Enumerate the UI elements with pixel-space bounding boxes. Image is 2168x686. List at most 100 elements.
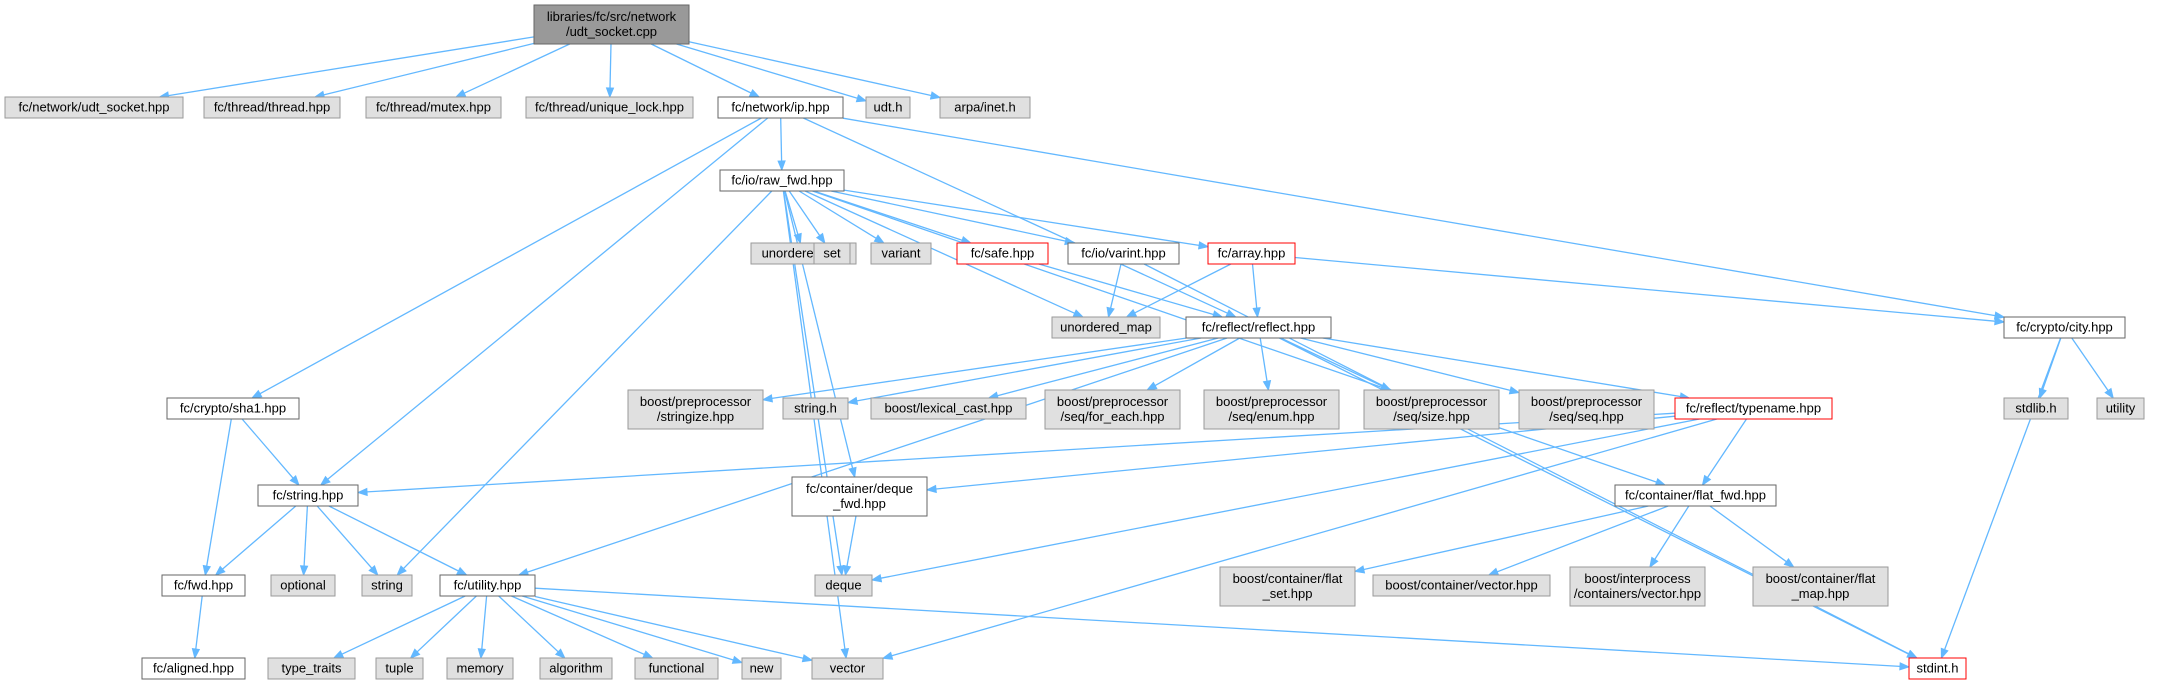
node-boost_pp_enum: boost/preprocessor/seq/enum.hpp xyxy=(1203,389,1340,430)
node-box-variant xyxy=(870,242,932,265)
node-box-fc_array_hpp xyxy=(1207,242,1296,265)
node-label-unordered_map-line-0: unordered_map xyxy=(1060,320,1152,335)
arrowhead-fc_utility_hpp-to-type_traits xyxy=(332,650,345,659)
node-root[interactable]: libraries/fc/src/network/udt_socket.cpp xyxy=(533,4,690,45)
node-box-fc_string_hpp xyxy=(257,484,359,507)
node-boost_interprocess_vector: boost/interprocess/containers/vector.hpp xyxy=(1569,566,1706,607)
edge-fc_network_ip_hpp-to-fc_reflect_reflect_hpp xyxy=(803,117,1228,314)
edge-fc_reflect_reflect_hpp-to-boost_lexical_cast xyxy=(997,337,1219,397)
node-fc_io_raw_fwd_hpp[interactable]: fc/io/raw_fwd.hpp xyxy=(719,169,845,192)
node-udt_h: udt.h xyxy=(865,96,911,119)
node-label-fc_aligned_hpp-line-0: fc/aligned.hpp xyxy=(153,661,234,676)
edge-fc_network_ip_hpp-to-fc_io_raw_fwd_hpp xyxy=(780,117,783,162)
node-fc_string_hpp[interactable]: fc/string.hpp xyxy=(257,484,359,507)
node-fc_container_deque_fwd_hpp[interactable]: fc/container/deque_fwd.hpp xyxy=(791,476,928,517)
node-set: set xyxy=(813,242,851,265)
node-label-fc_thread_unique_lock_hpp-line-0: fc/thread/unique_lock.hpp xyxy=(535,100,684,115)
edge-fc_container_flat_fwd_hpp-to-boost_container_flat_set xyxy=(1363,505,1649,571)
node-box-fc_network_udt_socket_hpp xyxy=(4,96,184,119)
arrowhead-fc_reflect_reflect_hpp-to-boost_pp_stringize xyxy=(761,394,773,403)
arrowhead-fc_io_raw_fwd_hpp-to-string xyxy=(396,565,407,576)
node-box-fc_io_raw_fwd_hpp xyxy=(719,169,845,192)
node-fc_fwd_hpp[interactable]: fc/fwd.hpp xyxy=(161,574,246,597)
node-box-boost_lexical_cast xyxy=(870,397,1027,420)
edge-fc_io_raw_fwd_hpp-to-fc_array_hpp xyxy=(843,189,1200,247)
node-box-fc_crypto_sha1_hpp xyxy=(166,397,300,420)
node-fc_crypto_city_hpp[interactable]: fc/crypto/city.hpp xyxy=(2003,316,2126,339)
node-fc_reflect_typename_hpp[interactable]: fc/reflect/typename.hpp xyxy=(1674,397,1833,420)
node-label-optional-line-0: optional xyxy=(280,578,326,593)
node-fc_network_ip_hpp[interactable]: fc/network/ip.hpp xyxy=(717,96,844,119)
node-label-boost_container_flat_map-line-1: _map.hpp xyxy=(1791,586,1850,601)
edge-fc_utility_hpp-to-algorithm xyxy=(498,595,559,653)
node-label-boost_lexical_cast-line-0: boost/lexical_cast.hpp xyxy=(885,401,1013,416)
node-label-root-line-1: /udt_socket.cpp xyxy=(566,24,657,39)
node-fc_reflect_reflect_hpp[interactable]: fc/reflect/reflect.hpp xyxy=(1185,316,1332,339)
edge-fc_array_hpp-to-fc_reflect_reflect_hpp xyxy=(1251,263,1258,309)
node-box-fc_io_varint_hpp xyxy=(1067,242,1180,265)
arrowhead-fc_string_hpp-to-fc_utility_hpp xyxy=(456,566,468,576)
node-label-boost_interprocess_vector-line-1: /containers/vector.hpp xyxy=(1574,586,1701,601)
node-label-stdint_h-line-0: stdint.h xyxy=(1917,661,1959,676)
arrowhead-fc_crypto_city_hpp-to-utility xyxy=(2104,387,2114,400)
arrowhead-fc_array_hpp-to-unordered_map xyxy=(1125,308,1138,318)
arrowhead-root-to-arpa_inet_h xyxy=(929,91,942,100)
node-box-tuple xyxy=(375,657,424,680)
arrowhead-fc_crypto_city_hpp-to-stdint_h xyxy=(1940,647,1949,660)
node-box-fc_network_ip_hpp xyxy=(717,96,844,119)
node-box-boost_pp_stringize xyxy=(627,389,764,430)
node-box-boost_pp_seq xyxy=(1518,389,1655,430)
node-vector: vector xyxy=(811,657,884,680)
node-box-unordered_map xyxy=(1051,316,1161,339)
node-label-fc_crypto_city_hpp-line-0: fc/crypto/city.hpp xyxy=(2016,320,2113,335)
node-box-boost_container_flat_map xyxy=(1752,566,1889,607)
node-box-boost_container_vector xyxy=(1372,574,1551,597)
edge-fc_string_hpp-to-fc_fwd_hpp xyxy=(222,505,297,570)
node-label-boost_pp_enum-line-1: /seq/enum.hpp xyxy=(1228,409,1314,424)
arrowhead-fc_utility_hpp-to-new xyxy=(731,655,744,664)
node-fc_io_varint_hpp[interactable]: fc/io/varint.hpp xyxy=(1067,242,1180,265)
arrowhead-fc_array_hpp-to-fc_crypto_city_hpp xyxy=(1994,316,2006,326)
edge-fc_io_raw_fwd_hpp-to-unordered_set xyxy=(784,190,799,235)
edge-fc_utility_hpp-to-functional xyxy=(511,595,645,655)
node-fc_array_hpp[interactable]: fc/array.hpp xyxy=(1207,242,1296,265)
arrowhead-fc_string_hpp-to-fc_fwd_hpp xyxy=(214,565,226,576)
node-fc_utility_hpp[interactable]: fc/utility.hpp xyxy=(439,574,536,597)
node-label-fc_thread_mutex_hpp-line-0: fc/thread/mutex.hpp xyxy=(376,100,491,115)
node-fc_crypto_sha1_hpp[interactable]: fc/crypto/sha1.hpp xyxy=(166,397,300,420)
arrowhead-fc_io_raw_fwd_hpp-to-set xyxy=(815,232,826,245)
arrowhead-fc_reflect_reflect_hpp-to-boost_pp_enum xyxy=(1262,379,1272,392)
arrowhead-fc_reflect_reflect_hpp-to-boost_pp_seq xyxy=(1508,386,1521,395)
edge-fc_crypto_city_hpp-to-utility xyxy=(2071,337,2109,391)
node-box-deque xyxy=(814,574,873,597)
edge-fc_container_flat_fwd_hpp-to-boost_container_flat_map xyxy=(1709,505,1787,563)
node-stdint_h[interactable]: stdint.h xyxy=(1908,657,1967,680)
node-label-boost_pp_stringize-line-1: /stringize.hpp xyxy=(657,409,734,424)
arrowhead-fc_io_varint_hpp-to-unordered_map xyxy=(1106,306,1115,319)
node-label-boost_container_flat_set-line-0: boost/container/flat xyxy=(1233,571,1343,586)
edge-fc_network_ip_hpp-to-fc_crypto_city_hpp xyxy=(842,117,1996,317)
node-boost_container_flat_set: boost/container/flat_set.hpp xyxy=(1219,566,1356,607)
node-box-fc_reflect_reflect_hpp xyxy=(1185,316,1332,339)
arrowhead-fc_string_hpp-to-optional xyxy=(299,565,309,577)
edge-fc_reflect_reflect_hpp-to-fc_utility_hpp xyxy=(527,337,1228,573)
node-boost_container_vector: boost/container/vector.hpp xyxy=(1372,574,1551,597)
node-label-type_traits-line-0: type_traits xyxy=(282,661,342,676)
node-fc_aligned_hpp[interactable]: fc/aligned.hpp xyxy=(141,657,246,680)
edge-fc_reflect_reflect_hpp-to-stdint_h xyxy=(1279,337,1909,655)
node-boost_container_flat_map: boost/container/flat_map.hpp xyxy=(1752,566,1889,607)
edge-fc_utility_hpp-to-vector xyxy=(534,595,804,659)
node-fc_safe_hpp[interactable]: fc/safe.hpp xyxy=(956,242,1049,265)
arrowhead-fc_network_ip_hpp-to-fc_io_raw_fwd_hpp xyxy=(777,160,786,172)
arrowhead-fc_utility_hpp-to-functional xyxy=(642,650,654,659)
node-fc_container_flat_fwd_hpp[interactable]: fc/container/flat_fwd.hpp xyxy=(1614,484,1777,507)
node-label-boost_interprocess_vector-line-0: boost/interprocess xyxy=(1584,571,1691,586)
edge-fc_array_hpp-to-fc_crypto_city_hpp xyxy=(1294,256,1996,322)
node-label-new-line-0: new xyxy=(750,661,774,676)
node-memory: memory xyxy=(446,657,514,680)
node-label-algorithm-line-0: algorithm xyxy=(549,661,602,676)
node-box-new xyxy=(741,657,782,680)
arrowhead-fc_reflect_typename_hpp-to-fc_string_hpp xyxy=(356,487,368,497)
node-variant: variant xyxy=(870,242,932,265)
node-label-memory-line-0: memory xyxy=(457,661,504,676)
